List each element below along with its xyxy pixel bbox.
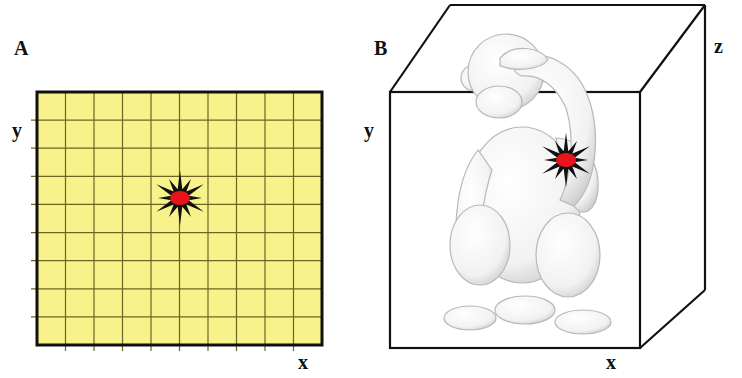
impact-starburst (156, 133, 590, 226)
grid-border (37, 92, 322, 345)
grid-line (93, 92, 94, 351)
monkey-statue (444, 34, 611, 334)
starburst-spikes (542, 133, 590, 188)
axis-label-box: B (374, 38, 387, 58)
axis-label-box: x (606, 352, 616, 372)
axis-label: x (606, 352, 616, 372)
axis-label: x (298, 352, 308, 372)
panel-letter: A (14, 38, 28, 58)
axis-label: z (714, 36, 723, 56)
axis-label-box: y (364, 120, 374, 140)
axis-label: y (364, 120, 374, 140)
grid-line (31, 316, 322, 317)
axis-label: y (12, 120, 22, 140)
panel-letter: B (374, 38, 387, 58)
grid-line (31, 176, 322, 177)
grid-line (207, 92, 208, 351)
grid-line (31, 288, 322, 289)
grid-line (264, 92, 265, 351)
grid-line (122, 92, 123, 351)
starburst-core (556, 153, 576, 167)
grid-line (31, 120, 322, 121)
axis-label-box: z (714, 36, 723, 56)
axis-label-box: x (298, 352, 308, 372)
axis-label-box: y (12, 120, 22, 140)
grid-line (31, 148, 322, 149)
starburst-core (170, 191, 190, 205)
grid-line (236, 92, 237, 351)
starburst (156, 171, 204, 226)
grid-line (293, 92, 294, 351)
grid-line (31, 232, 322, 233)
grid-line (65, 92, 66, 351)
starburst (542, 133, 590, 188)
axis-label-box: A (14, 38, 28, 58)
grid-line (31, 260, 322, 261)
cube-outline (390, 5, 705, 348)
starburst-spikes (156, 171, 204, 226)
grid-line (150, 92, 151, 351)
grid-panel (31, 92, 322, 351)
